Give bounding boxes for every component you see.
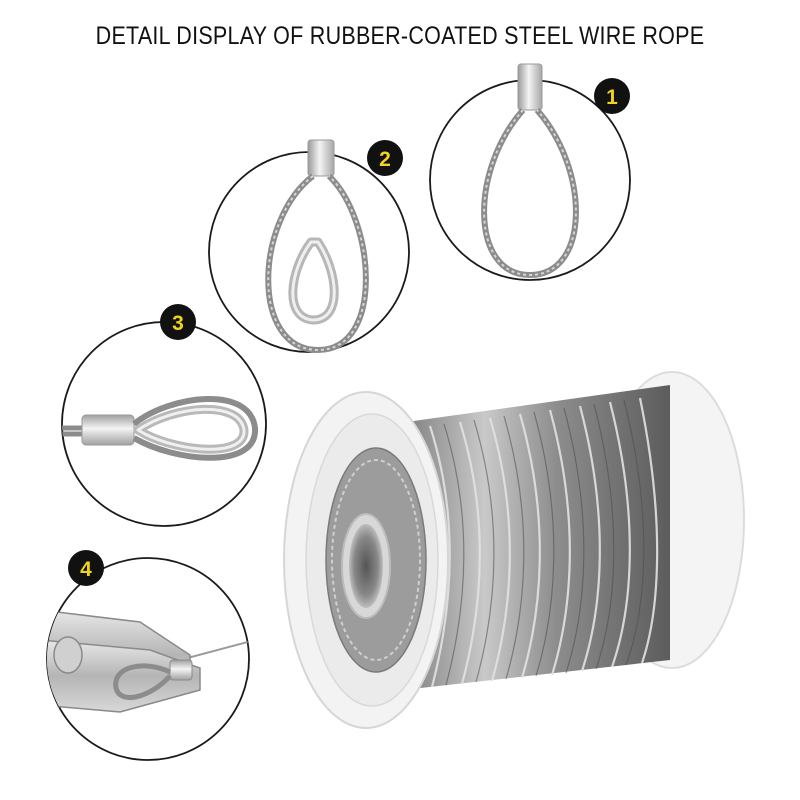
detail-circle-1 [429, 63, 631, 281]
badge-4-label: 4 [80, 558, 92, 581]
ferrule-sleeve [81, 414, 135, 446]
wire-rope-spool [283, 371, 745, 729]
spool-hub-hole [349, 524, 383, 608]
badge-1: 1 [594, 78, 630, 114]
badge-1-label: 1 [606, 86, 618, 109]
badge-4: 4 [68, 550, 104, 586]
ferrule-sleeve [307, 139, 335, 177]
badge-3: 3 [160, 304, 196, 340]
ferrule-sleeve [517, 63, 543, 111]
detail-circle-3 [61, 321, 267, 527]
coiled-wire [385, 385, 670, 692]
detail-circle-2 [208, 139, 410, 354]
page-title: DETAIL DISPLAY OF RUBBER-COATED STEEL WI… [95, 22, 705, 50]
badge-2: 2 [367, 140, 403, 176]
detail-circle-4 [46, 557, 250, 761]
badge-2-label: 2 [379, 148, 391, 171]
wire-loop [132, 396, 259, 461]
crimping-tool [47, 609, 249, 713]
badge-3-label: 3 [172, 312, 184, 335]
